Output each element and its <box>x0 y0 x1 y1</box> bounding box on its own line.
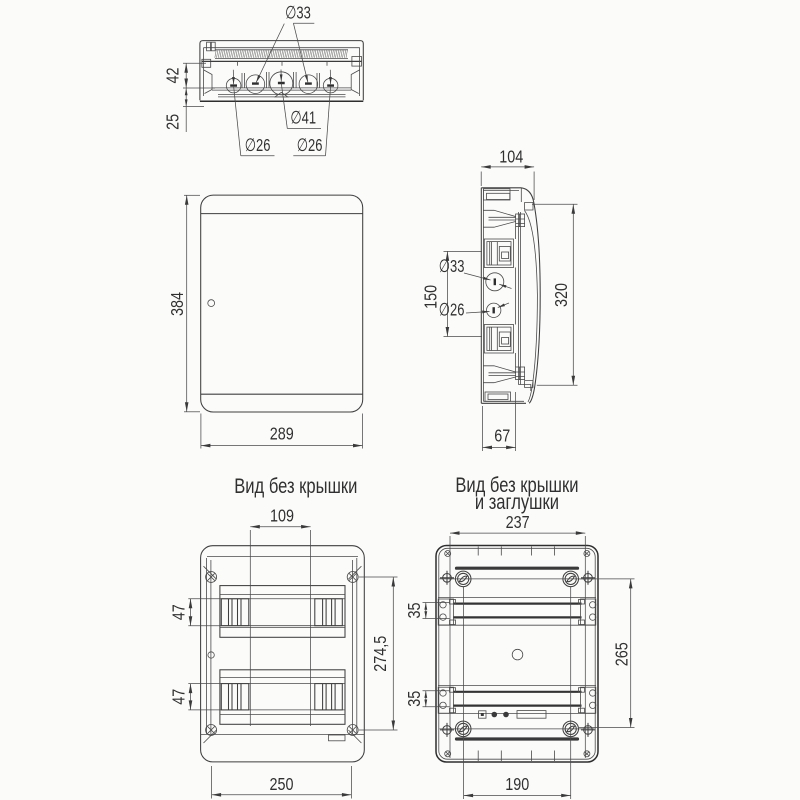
svg-text:274,5: 274,5 <box>371 636 391 672</box>
svg-text:∅26: ∅26 <box>245 136 271 156</box>
svg-text:42: 42 <box>163 67 183 83</box>
svg-text:250: 250 <box>269 774 293 794</box>
svg-text:35: 35 <box>404 691 424 707</box>
svg-text:289: 289 <box>270 424 294 444</box>
svg-text:Вид без крышки: Вид без крышки <box>234 475 357 498</box>
svg-text:∅41: ∅41 <box>290 108 316 128</box>
svg-text:∅26: ∅26 <box>297 136 323 156</box>
svg-text:47: 47 <box>169 689 189 705</box>
svg-text:47: 47 <box>169 604 189 620</box>
svg-text:104: 104 <box>499 147 523 167</box>
svg-text:265: 265 <box>612 642 632 666</box>
svg-text:и заглушки: и заглушки <box>475 491 559 514</box>
svg-text:Вид без крышки: Вид без крышки <box>455 474 578 497</box>
svg-text:35: 35 <box>404 602 424 618</box>
svg-text:109: 109 <box>270 506 294 526</box>
svg-text:320: 320 <box>551 283 571 307</box>
svg-text:67: 67 <box>494 426 510 446</box>
svg-text:190: 190 <box>505 775 529 795</box>
svg-text:∅26: ∅26 <box>439 300 465 320</box>
svg-text:∅33: ∅33 <box>285 4 311 24</box>
svg-text:150: 150 <box>421 285 441 309</box>
svg-text:∅33: ∅33 <box>439 257 465 277</box>
svg-text:384: 384 <box>168 292 188 316</box>
svg-text:237: 237 <box>506 513 530 533</box>
svg-text:25: 25 <box>163 114 183 130</box>
